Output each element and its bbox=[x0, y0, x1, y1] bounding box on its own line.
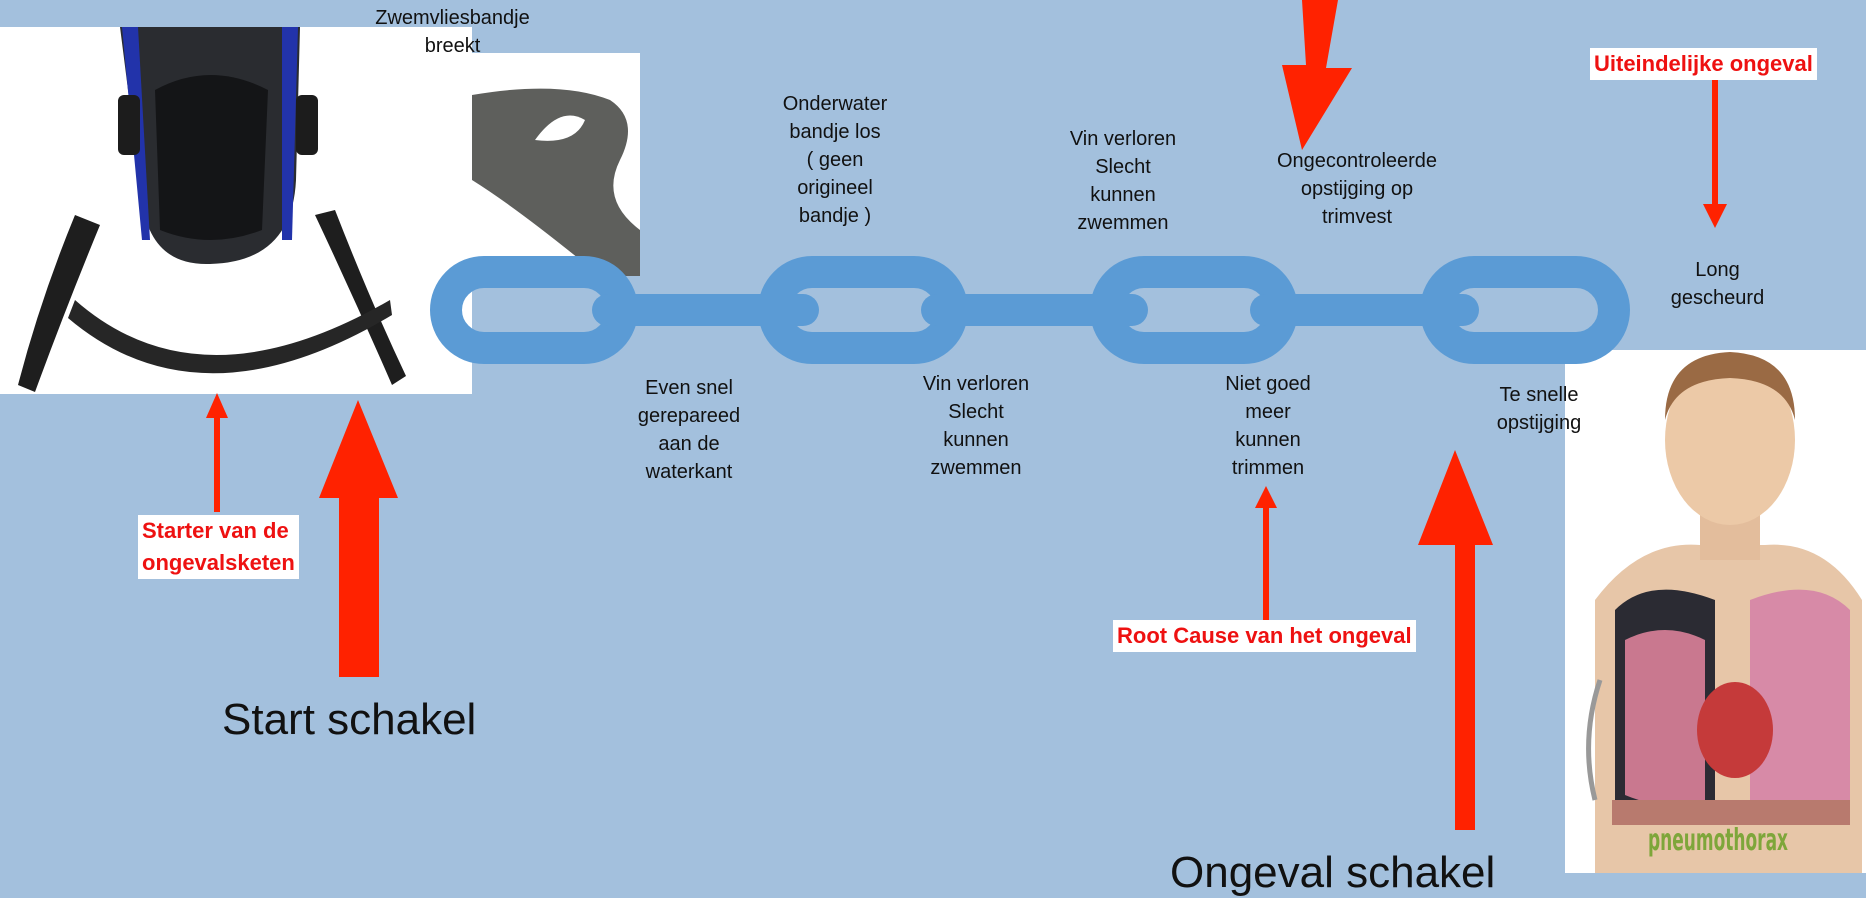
label-strap-breaks: Zwemvliesbandje breekt bbox=[375, 7, 530, 57]
label-underwater-loose: Onderwater bandje los ( geen origineel b… bbox=[782, 93, 888, 227]
chain bbox=[430, 256, 1630, 364]
heading-accident-link: Ongeval schakel bbox=[1170, 848, 1496, 897]
thin-arrow-final-head bbox=[1703, 204, 1727, 228]
thin-arrow-root-cause-head bbox=[1255, 486, 1277, 508]
heading-start-link: Start schakel bbox=[222, 695, 477, 744]
pneumothorax-illustration bbox=[1565, 350, 1866, 873]
fin-photo bbox=[0, 27, 472, 394]
label-cannot-trim: Niet goed meer kunnen trimmen bbox=[1225, 373, 1311, 479]
thin-arrow-starter-head bbox=[206, 393, 228, 418]
big-arrow-up-accident bbox=[1418, 450, 1493, 830]
note-root-cause: Root Cause van het ongeval bbox=[1113, 620, 1416, 652]
big-arrow-up-start bbox=[319, 400, 398, 677]
label-lung-torn: Long gescheurd bbox=[1670, 259, 1765, 309]
note-final-accident: Uiteindelijke ongeval bbox=[1590, 48, 1817, 80]
pneumothorax-caption: pneumothorax bbox=[1648, 823, 1788, 858]
label-fin-lost-1: Vin verloren Slecht kunnen zwemmen bbox=[922, 373, 1030, 479]
big-arrow-down-top bbox=[1282, 0, 1352, 150]
label-fast-ascent: Te snelle opstijging bbox=[1496, 384, 1582, 434]
label-fin-lost-2: Vin verloren Slecht kunnen zwemmen bbox=[1069, 128, 1177, 234]
note-starter: Starter van de ongevalsketen bbox=[138, 515, 299, 579]
label-uncontrolled-ascent: Ongecontroleerde opstijging op trimvest bbox=[1276, 150, 1438, 228]
label-repaired: Even snel gerepareed aan de waterkant bbox=[637, 377, 741, 483]
strap-photo bbox=[472, 53, 640, 276]
